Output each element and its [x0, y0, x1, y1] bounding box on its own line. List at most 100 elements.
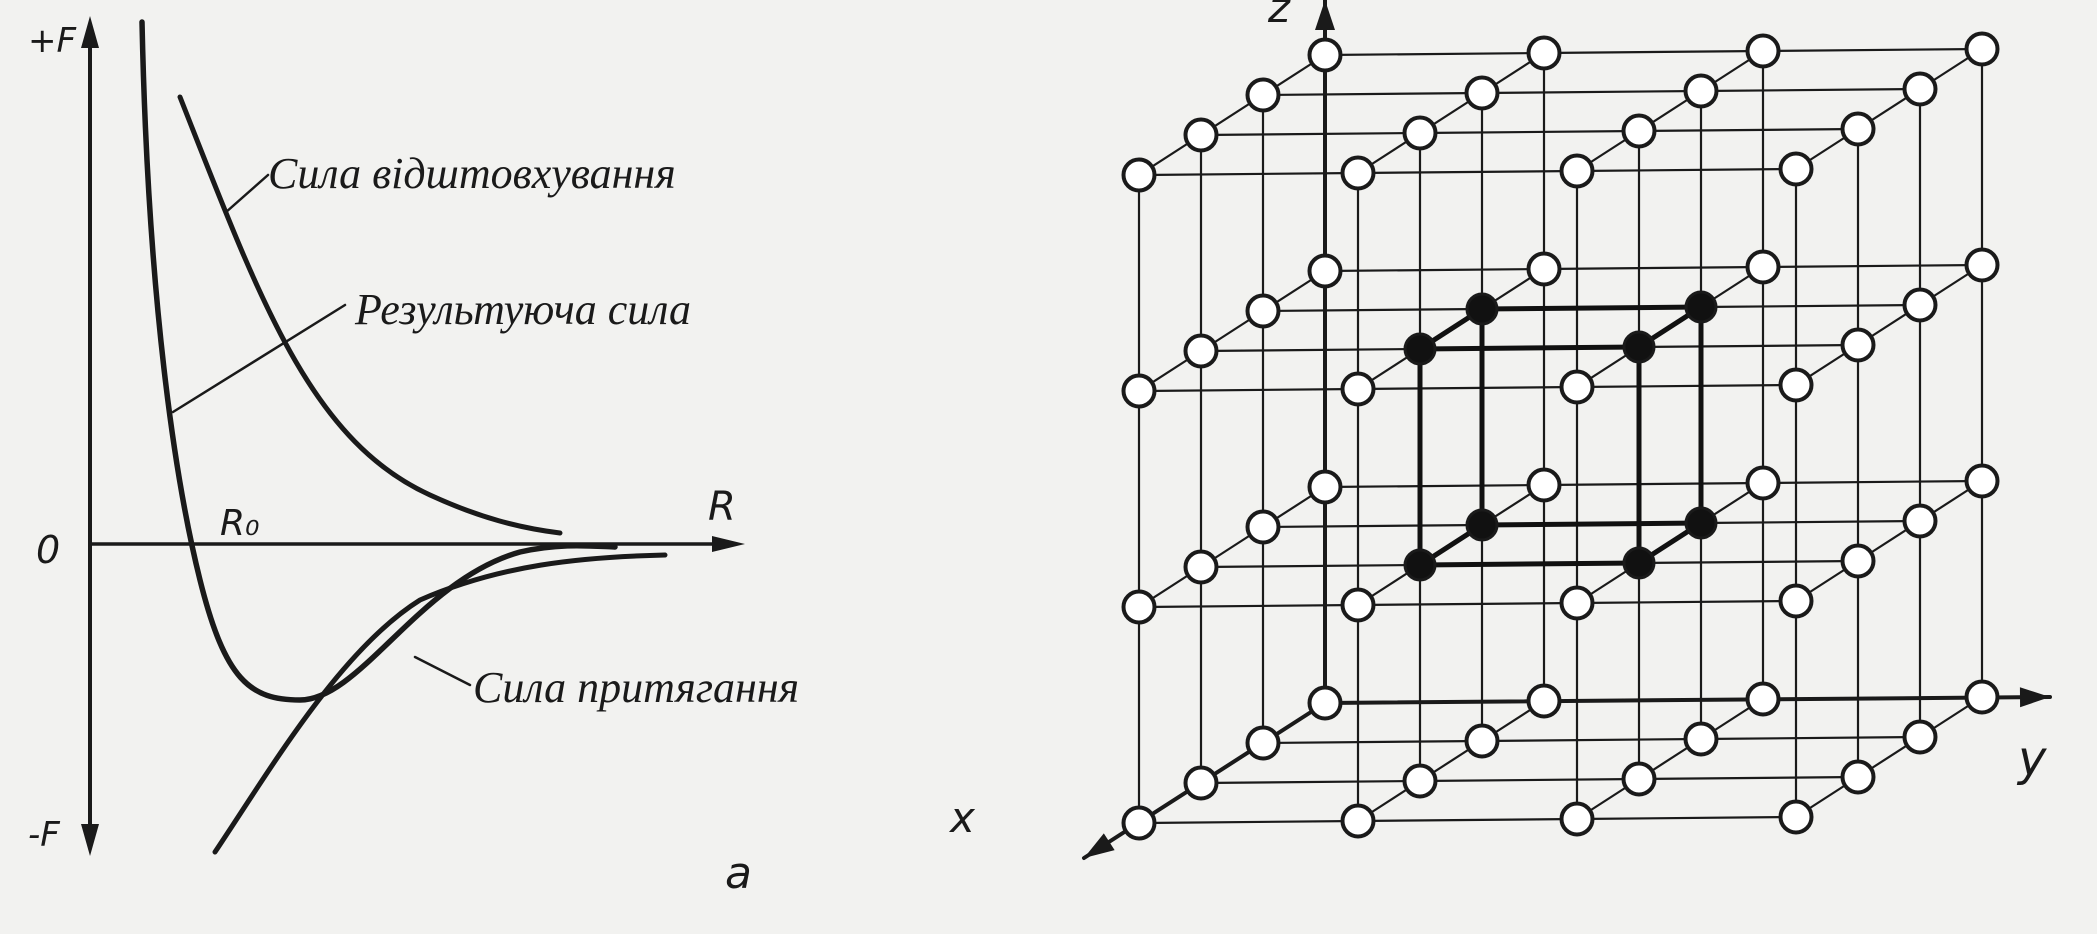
lattice-line-y — [1762, 263, 1983, 269]
z-axis-arrow — [1315, 0, 1335, 30]
lattice-atom — [1464, 75, 1500, 111]
lattice-line-y — [1200, 779, 1421, 785]
lattice-atom — [1183, 117, 1219, 153]
attraction-leader — [413, 655, 472, 687]
lattice-atom — [1902, 719, 1938, 755]
resultant-curve — [139, 19, 618, 703]
force-axis-arrow-up — [81, 16, 99, 48]
dark-atom — [1684, 506, 1718, 540]
lattice-atom — [1902, 503, 1938, 539]
lattice-atom — [1307, 253, 1343, 289]
force-graph-labels: +F -F 0 R₀ R a Сила відштовхування Резул… — [28, 21, 799, 899]
lattice-line-y — [1576, 383, 1797, 389]
attraction-curve — [212, 552, 668, 855]
lattice-line-y — [1200, 563, 1421, 569]
lattice-atom — [1121, 373, 1157, 409]
lattice-atom — [1121, 805, 1157, 841]
lattice-atom — [1683, 73, 1719, 109]
lattice-atom — [1245, 509, 1281, 545]
lattice-atom — [1526, 35, 1562, 71]
lattice-line-y — [1138, 171, 1359, 177]
lattice-line-y — [1762, 47, 1983, 53]
lattice-line-y — [1543, 481, 1764, 487]
lattice-atom — [1307, 469, 1343, 505]
y-axis-line — [1323, 695, 2052, 705]
lattice-atom — [1340, 371, 1376, 407]
dark-atom — [1684, 290, 1718, 324]
lattice-atom — [1526, 467, 1562, 503]
lattice-line-y — [1138, 603, 1359, 609]
lattice-atom — [1307, 685, 1343, 721]
lattice-atom — [1964, 247, 2000, 283]
lattice-atom — [1964, 463, 2000, 499]
lattice-atom — [1464, 723, 1500, 759]
lattice-atom — [1559, 801, 1595, 837]
lattice-atom — [1840, 543, 1876, 579]
lattice-atom — [1245, 77, 1281, 113]
lattice-atom — [1745, 681, 1781, 717]
lattice-line-y — [1138, 387, 1359, 393]
lattice-atom — [1778, 151, 1814, 187]
inner-cube-edges — [1417, 304, 1704, 568]
lattice-axis-labels: x y z — [948, 0, 2047, 842]
lattice-atom — [1964, 31, 2000, 67]
inner-cube-edge — [1481, 520, 1702, 528]
lattice-line-y — [1543, 49, 1764, 55]
lattice-atom — [1621, 761, 1657, 797]
lattice-atom — [1902, 287, 1938, 323]
inner-cube-edge — [1481, 304, 1702, 312]
lattice-line-y — [1357, 169, 1578, 175]
r-axis-label: R — [708, 484, 736, 530]
inner-cube-edge — [1419, 344, 1640, 352]
lattice-atom — [1402, 763, 1438, 799]
lattice-atom — [1340, 803, 1376, 839]
repulsion-leader — [223, 173, 270, 215]
lattice-atom — [1245, 725, 1281, 761]
lattice-line-y — [1481, 89, 1702, 95]
lattice-atom — [1745, 465, 1781, 501]
lattice-line-y — [1576, 167, 1797, 173]
lattice-line-y — [1262, 307, 1483, 313]
lattice-line-y — [1262, 91, 1483, 97]
lattice-line-y — [1357, 385, 1578, 391]
lattice-line-y — [1543, 265, 1764, 271]
lattice-atom — [1621, 113, 1657, 149]
y-pos-label: +F — [28, 21, 76, 61]
lattice-atom — [1526, 683, 1562, 719]
lattice-lines — [1137, 47, 1984, 825]
lattice-line-y — [1357, 817, 1578, 823]
lattice-line-y — [1419, 777, 1640, 783]
repulsion-curve — [177, 94, 563, 536]
crystal-lattice — [1082, 0, 2052, 860]
panel-label: a — [725, 848, 752, 899]
lattice-atom — [1559, 369, 1595, 405]
lattice-atom — [1902, 71, 1938, 107]
r0-label: R₀ — [220, 503, 259, 544]
lattice-atom — [1778, 367, 1814, 403]
lattice-line-y — [1700, 87, 1921, 93]
resultant-leader — [171, 303, 347, 414]
lattice-atom — [1183, 765, 1219, 801]
lattice-atom — [1745, 249, 1781, 285]
lattice-atom — [1526, 251, 1562, 287]
y-axis-arrow — [2019, 687, 2050, 708]
lattice-atom — [1245, 293, 1281, 329]
lattice-atom — [1840, 111, 1876, 147]
lattice-line-y — [1700, 735, 1921, 741]
lattice-line-y — [1481, 737, 1702, 743]
resultant-label: Результуюча сила — [354, 285, 691, 334]
lattice-atom — [1778, 799, 1814, 835]
lattice-line-y — [1576, 815, 1797, 821]
lattice-line-y — [1262, 739, 1483, 745]
inner-cube-edge — [1419, 560, 1640, 568]
origin-label: 0 — [36, 528, 60, 572]
lattice-atom — [1402, 115, 1438, 151]
lattice-line-y — [1324, 267, 1545, 273]
lattice-atom — [1840, 759, 1876, 795]
dark-atom — [1403, 332, 1437, 366]
lattice-line-y — [1638, 559, 1859, 565]
lattice-line-y — [1138, 819, 1359, 825]
lattice-line-y — [1419, 129, 1640, 135]
dark-atom — [1622, 546, 1656, 580]
lattice-atom — [1559, 153, 1595, 189]
